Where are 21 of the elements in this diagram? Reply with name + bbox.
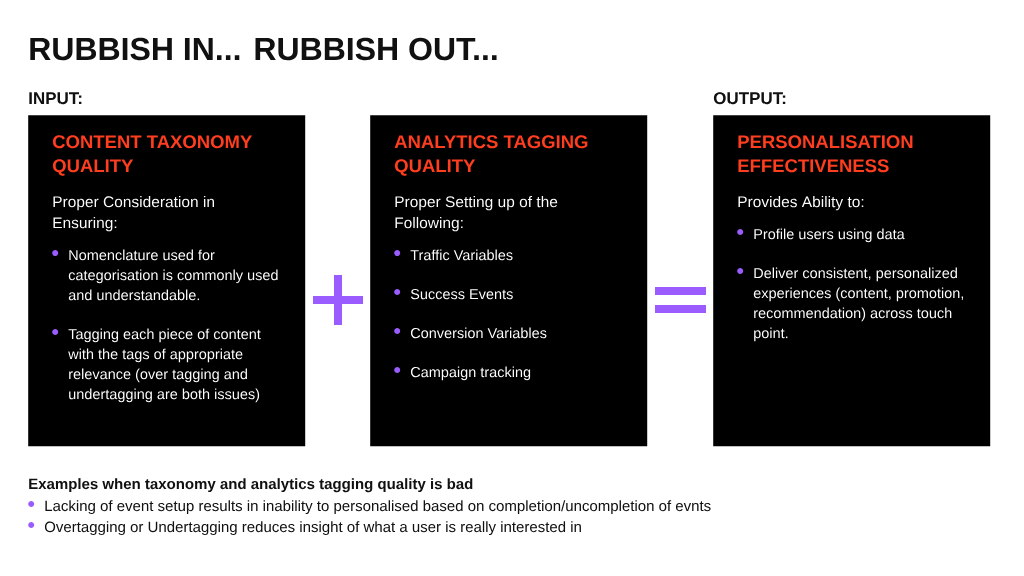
card-subheading: Proper Consideration in Ensuring: <box>53 195 214 232</box>
card-heading: ANALYTICS TAGGING QUALITY <box>394 135 588 176</box>
text-card <box>28 115 306 447</box>
bullet-item: Success Events <box>394 289 513 300</box>
bullet-item: Tagging each piece of content with the tags of appropriate relevance (over tagging and undertagging are both issues) <box>52 328 261 403</box>
bullet-item: Overtagging or Undertagging reduces insight of what a user is really interested in <box>28 521 581 536</box>
card-subheading: Provides Ability to: <box>738 195 864 211</box>
card-heading: PERSONALISATION EFFECTIVENESS <box>738 135 913 173</box>
bullet-item: Nomenclature used for categorisation is commonly used and understandable. <box>52 249 278 301</box>
bullet-item: Traffic Variables <box>394 249 513 261</box>
text-card <box>713 115 991 447</box>
title: RUBBISH IN... RUBBISH OUT... <box>30 37 497 61</box>
card-subheading: Proper Setting up of the Following: <box>395 195 558 232</box>
bullet-item: Profile users using data <box>737 228 905 243</box>
bullet-item: Deliver consistent, personalized experiences (content, promotion, recommendation) across touch point. <box>737 267 964 342</box>
bullet-item: Conversion Variables <box>394 327 547 339</box>
bullet-item: Lacking of event setup results in inability to personalised based on completion/uncompletion of evnts <box>28 500 711 515</box>
text-card <box>370 115 648 447</box>
bullet-item: Campaign tracking <box>394 366 531 381</box>
card-heading: CONTENT TAXONOMY QUALITY <box>52 135 252 176</box>
note-heading: Examples when taxonomy and analytics tagging quality is bad <box>29 478 473 493</box>
